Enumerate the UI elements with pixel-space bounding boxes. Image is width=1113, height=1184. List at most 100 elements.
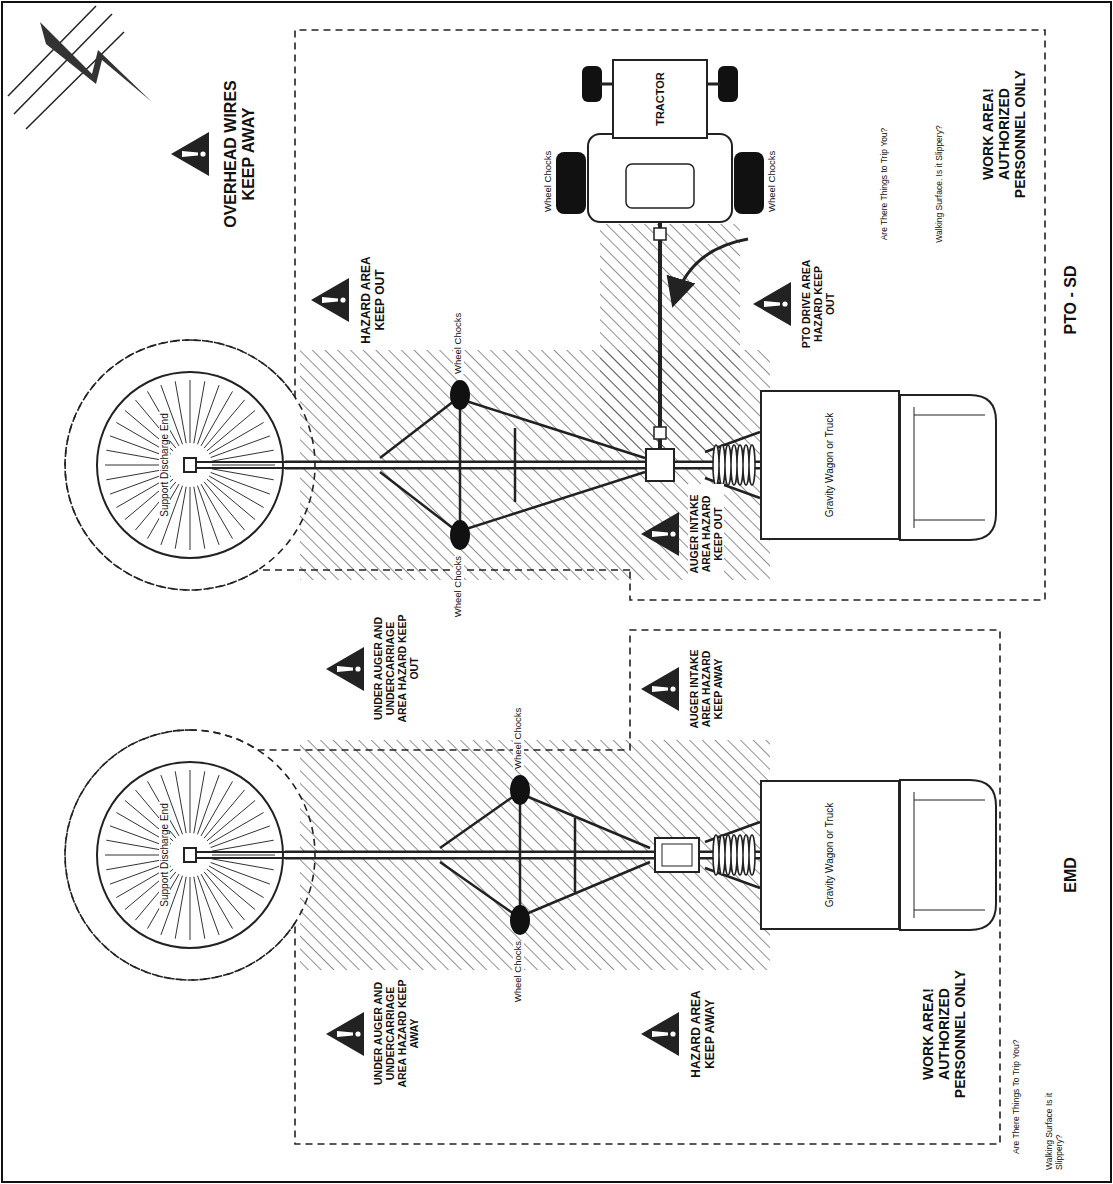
frame-strut — [380, 472, 454, 529]
hazard-label: Are There Things To Trip You? — [1012, 984, 1022, 1154]
spray-line — [190, 380, 191, 443]
work-area-notice: WORK AREA! AUTHORIZED PERSONNEL ONLY — [920, 949, 968, 1119]
spray-line — [212, 465, 275, 466]
spray-line — [198, 775, 220, 834]
spray-line — [201, 874, 233, 929]
hazard-label: EMD — [1062, 835, 1080, 915]
discharge-outline — [97, 372, 283, 558]
truck-cab — [900, 780, 996, 930]
spray-line — [201, 391, 233, 446]
spray-line — [201, 484, 233, 539]
hazard-label: Wheel Chocks — [513, 941, 524, 1002]
spray-line — [194, 771, 205, 833]
frame-strut — [526, 796, 650, 848]
warning-triangle — [326, 1012, 364, 1056]
discharge-sunburst — [95, 370, 285, 560]
spray-line — [207, 410, 255, 451]
spray-line — [211, 863, 270, 885]
u-joint — [654, 228, 666, 240]
frame-strut — [466, 401, 645, 458]
frame-brace — [574, 818, 577, 892]
spray-line — [207, 800, 255, 841]
warning-triangle — [326, 647, 364, 691]
spray-line — [212, 450, 274, 461]
wagon-label: Gravity Wagon or Truck — [822, 408, 838, 523]
dashed-boundary — [65, 30, 1045, 600]
frame-strut — [380, 401, 454, 458]
frame-strut — [440, 796, 514, 848]
dashed-circle — [65, 730, 315, 980]
spray-line — [175, 381, 186, 443]
axle — [519, 790, 522, 920]
discharge-label: Support Discharge End — [159, 801, 170, 908]
discharge-label: Support Discharge End — [159, 411, 170, 518]
spray-line — [212, 859, 274, 870]
hazard-label: UNDER AUGER AND UNDERCARRIAGE AREA HAZAR… — [372, 606, 420, 731]
hazard-label: UNDER AUGER AND UNDERCARRIAGE AREA HAZAR… — [372, 971, 420, 1096]
tractor-front-wheel — [718, 66, 738, 102]
frame-strut — [526, 862, 650, 914]
spray-line — [190, 877, 191, 940]
intake-spring — [713, 445, 755, 485]
work-area-region: WORK AREA! AUTHORIZED PERSONNEL ONLYSupp… — [65, 30, 1045, 600]
pto-driveline — [658, 222, 662, 449]
hazard-label: HAZARD AREA KEEP AWAY — [690, 984, 718, 1084]
spray-line — [198, 385, 220, 444]
discharge-circle: Support Discharge End — [95, 370, 285, 560]
hazard-label: Walking Surface. Is it Slippery? — [935, 89, 945, 279]
gearbox — [646, 449, 674, 481]
hazard-label: PTO - SD — [1062, 260, 1080, 340]
hazard-label: PTO DRIVE AREA HAZARD KEEP OUT — [800, 254, 836, 354]
hazard-label: Are There Things to Trip You? — [880, 99, 890, 269]
spray-line — [194, 381, 205, 443]
spray-line — [212, 840, 274, 851]
warning-triangle — [753, 282, 791, 326]
spray-line — [175, 877, 186, 939]
hazard-label: HAZARD AREA KEEP OUT — [360, 250, 388, 350]
discharge-outline — [97, 762, 283, 948]
warning-triangle — [641, 667, 679, 711]
warning-triangle — [171, 132, 209, 176]
spray-line — [211, 826, 270, 848]
hazard-label: Wheel Chocks — [453, 556, 464, 617]
spray-line — [212, 469, 274, 480]
wagon-box: Gravity Wagon or Truck — [760, 390, 900, 540]
spray-line — [211, 436, 270, 458]
wire — [26, 32, 124, 129]
hazard-label: Wheel Chocks — [543, 151, 554, 212]
discharge-circle: Support Discharge End — [95, 760, 285, 950]
wheel — [450, 520, 470, 550]
auger-tube-end — [190, 851, 285, 853]
cab-detail — [914, 407, 985, 528]
pointer-arrow — [674, 239, 748, 302]
wheel — [450, 380, 470, 410]
dashed-boundary — [65, 630, 1000, 1144]
outline-group — [65, 630, 1000, 1144]
frame-strut — [466, 472, 645, 529]
motor-detail — [662, 844, 692, 866]
spray-line — [209, 813, 264, 845]
dashed-circle — [65, 340, 315, 590]
hazard-label: Wheel Chocks — [453, 313, 464, 374]
auger-tube-inner — [285, 463, 760, 467]
spray-line — [209, 423, 264, 455]
spray-line — [211, 473, 270, 495]
tractor-seat — [626, 164, 694, 208]
spray-line — [198, 876, 220, 935]
frame-strut — [440, 862, 514, 914]
spray-line — [194, 877, 205, 939]
spray-line — [194, 487, 205, 549]
tractor-label: TRACTOR — [652, 69, 668, 129]
wagon-label: Gravity Wagon or Truck — [822, 798, 838, 913]
wagon-box: Gravity Wagon or Truck — [760, 780, 900, 930]
u-joint — [654, 427, 666, 439]
cab-detail — [914, 792, 985, 918]
hazard-label: Walking Surface Is it Slippery? — [1045, 1080, 1065, 1170]
tractor-rear-wheel — [556, 152, 586, 214]
hazard-label: Wheel Chocks — [767, 151, 778, 212]
hazard-label: AUGER INTAKE AREA HAZARD KEEP OUT — [688, 484, 724, 584]
discharge-spout — [184, 458, 196, 472]
spray-line — [175, 487, 186, 549]
spray-line — [204, 872, 245, 920]
work-area-region: WORK AREA! AUTHORIZED PERSONNEL ONLY Supp… — [65, 630, 1000, 1144]
